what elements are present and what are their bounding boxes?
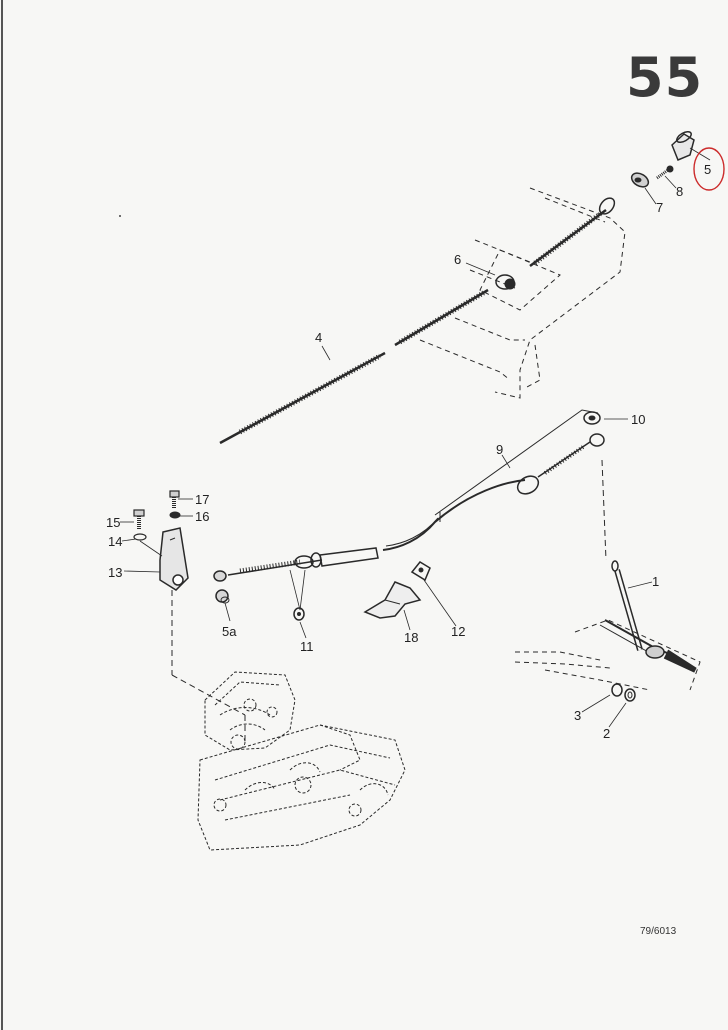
- callout-6: 6: [454, 252, 461, 267]
- nut-16: [169, 511, 181, 519]
- screw-8: [656, 165, 674, 180]
- callout-12: 12: [451, 624, 465, 639]
- highlight-circle-callout-5: [693, 147, 725, 191]
- bracket-13: [159, 527, 189, 591]
- bolt-17: [169, 490, 180, 508]
- callout-5a: 5a: [222, 624, 237, 639]
- callout-2: 2: [603, 726, 610, 741]
- callout-1: 1: [652, 574, 659, 589]
- stray-dot: [119, 215, 121, 217]
- drawing-reference: 79/6013: [640, 926, 677, 937]
- callout-5: 5: [704, 162, 711, 177]
- shift-rod-4: [219, 197, 616, 445]
- gear-lever-1: [599, 560, 697, 673]
- callout-9: 9: [496, 442, 503, 457]
- callout-11: 11: [300, 639, 314, 654]
- reference-lines: [171, 459, 607, 745]
- callout-3: 3: [574, 708, 581, 723]
- page-number: 55: [626, 46, 704, 109]
- bushing-3: [611, 683, 623, 697]
- bushing-5a: [215, 589, 230, 604]
- engine-block: [197, 671, 406, 851]
- clip-10: [583, 411, 601, 425]
- washer-14: [133, 533, 147, 541]
- callout-4: 4: [315, 330, 322, 345]
- knob-5: [671, 130, 695, 161]
- callout-leaders: [120, 147, 711, 728]
- bushing-6: [495, 274, 516, 290]
- callout-10: 10: [631, 412, 645, 427]
- shift-cable-9: [213, 409, 605, 582]
- clip-11: [293, 607, 305, 621]
- plate-7: [630, 172, 650, 188]
- callout-8: 8: [676, 184, 683, 199]
- callout-7: 7: [656, 200, 663, 215]
- callout-labels: 5 8 7 6 4 10 9 1 17 16 15 14 13 5a 11 18…: [106, 162, 711, 741]
- bolt-15: [133, 509, 145, 530]
- callout-16: 16: [195, 509, 209, 524]
- callout-15: 15: [106, 515, 120, 530]
- lever-base-outline: [514, 619, 701, 691]
- callout-14: 14: [108, 534, 122, 549]
- clip-12: [410, 561, 431, 582]
- callout-13: 13: [108, 565, 122, 580]
- callout-18: 18: [404, 630, 418, 645]
- bracket-18: [363, 581, 422, 619]
- callout-17: 17: [195, 492, 209, 507]
- bushing-2: [624, 688, 636, 702]
